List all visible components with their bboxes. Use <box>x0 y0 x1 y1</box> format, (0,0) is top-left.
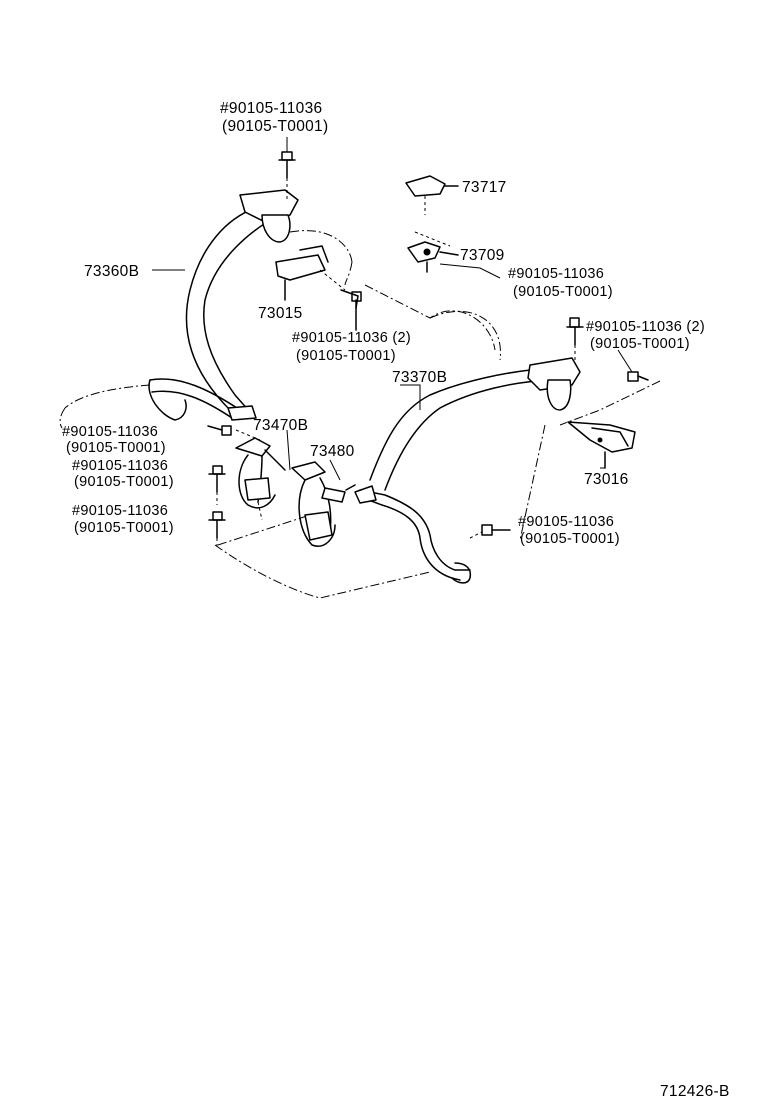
label-bolt-73015: #90105-11036 (2) <box>292 330 411 346</box>
bolt-right-1-icon <box>566 317 584 362</box>
rear-seat-outline <box>59 230 661 599</box>
label-bolt-left-1-alt: (90105-T0001) <box>66 440 166 456</box>
label-bolt-left-2: #90105-11036 <box>72 458 168 474</box>
buckle-73480 <box>291 461 356 547</box>
label-73709: 73709 <box>460 247 505 264</box>
label-73717: 73717 <box>462 179 507 196</box>
label-bolt-left-3: #90105-11036 <box>72 503 168 519</box>
clip-73709-icon <box>407 231 459 273</box>
bolt-left-2-icon <box>208 465 226 505</box>
label-bolt-mid-right: #90105-11036 <box>508 266 604 282</box>
label-bolt-73015-alt: (90105-T0001) <box>296 348 396 364</box>
label-bolt-bottom-right-alt: (90105-T0001) <box>520 531 620 547</box>
bolt-left-1-icon <box>207 425 261 441</box>
label-bolt-left-1: #90105-11036 <box>62 424 158 440</box>
label-bolt-top: #90105-11036 <box>220 100 322 117</box>
seat-belt-73360B <box>148 189 299 421</box>
label-73480: 73480 <box>310 443 355 460</box>
bolt-left-3-icon <box>208 511 226 548</box>
leader-lines <box>152 137 605 481</box>
part-labels: #90105-11036 (90105-T0001) 73717 73709 #… <box>62 100 730 1100</box>
label-bolt-left-3-alt: (90105-T0001) <box>74 520 174 536</box>
label-73360B: 73360B <box>84 263 139 280</box>
label-bolt-right-2: #90105-11036 (2) <box>586 319 705 335</box>
bolt-right-2-icon <box>617 349 649 382</box>
label-73016: 73016 <box>584 471 629 488</box>
bolt-top-icon <box>278 151 296 200</box>
label-bolt-top-alt: (90105-T0001) <box>222 118 328 135</box>
bolt-bottom-right-icon <box>469 524 511 539</box>
anchor-bracket-73016 <box>567 421 636 469</box>
label-73370B: 73370B <box>392 369 447 386</box>
label-73470B: 73470B <box>253 417 308 434</box>
anchor-bracket-73015 <box>275 245 346 301</box>
label-bolt-bottom-right: #90105-11036 <box>518 514 614 530</box>
bolt-73015-icon <box>340 289 362 331</box>
label-73015: 73015 <box>258 305 303 322</box>
label-bolt-mid-right-alt: (90105-T0001) <box>513 284 613 300</box>
seat-belt-73370B <box>354 357 581 584</box>
label-bolt-right-2-alt: (90105-T0001) <box>590 336 690 352</box>
clip-73717-icon <box>405 175 459 215</box>
buckle-73470B <box>235 437 286 521</box>
label-bolt-left-2-alt: (90105-T0001) <box>74 474 174 490</box>
figure-id: 712426-B <box>660 1083 730 1100</box>
